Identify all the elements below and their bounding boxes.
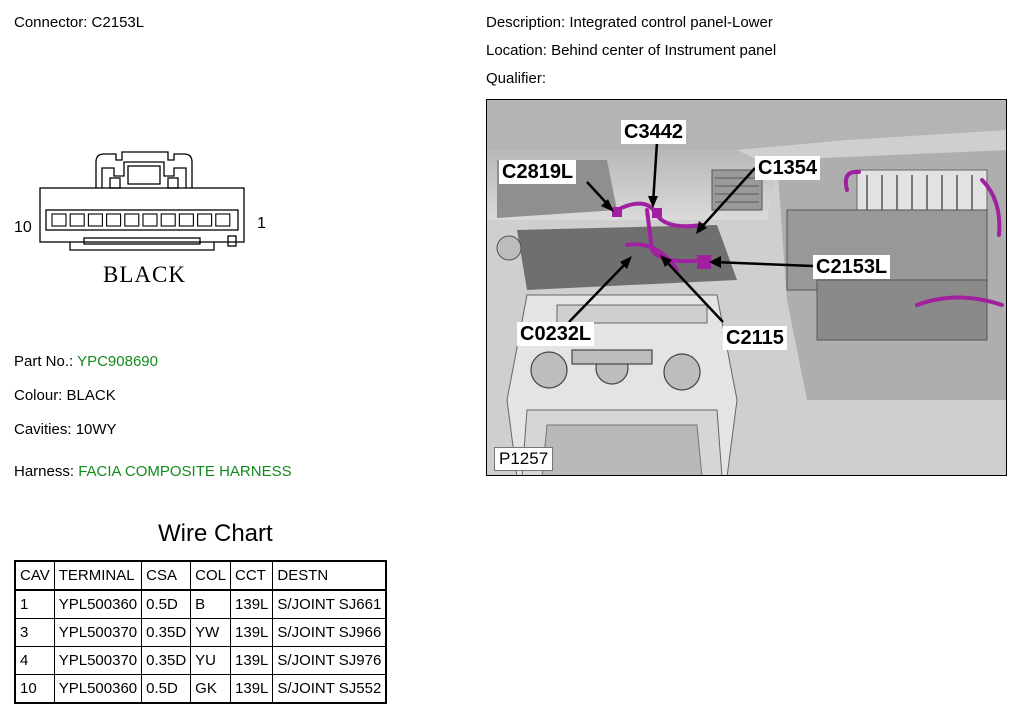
callout-c2153l: C2153L	[813, 255, 891, 279]
cavities-label: Cavities:	[14, 421, 72, 438]
location-line: Location: Behind center of Instrument pa…	[486, 42, 776, 59]
cell-csa: 0.35D	[141, 646, 192, 675]
table-row: 3 YPL500370 0.35D YW 139L S/JOINT SJ966	[14, 618, 387, 647]
cell-cav: 3	[14, 618, 55, 647]
connector-cavity	[87, 213, 103, 227]
drawing-color-label: BLACK	[103, 262, 186, 287]
cavities-value: 10WY	[75, 421, 117, 438]
header-cav: CAV	[14, 560, 55, 591]
header-cct: CCT	[230, 560, 274, 591]
cell-terminal: YPL500360	[53, 589, 143, 619]
table-row: 10 YPL500360 0.5D GK 139L S/JOINT SJ552	[14, 674, 387, 704]
connector-cavity	[215, 213, 231, 227]
connector-id: C2153L	[91, 14, 145, 31]
header-csa: CSA	[141, 560, 192, 591]
cell-destn: S/JOINT SJ552	[272, 674, 387, 704]
dashboard-illustration	[487, 100, 1006, 475]
connector-cavity	[160, 213, 176, 227]
cell-col: YW	[190, 618, 232, 647]
location-value: Behind center of Instrument panel	[551, 42, 777, 59]
colour-line: Colour: BLACK	[14, 387, 116, 404]
header-col: COL	[190, 560, 232, 591]
cell-terminal: YPL500360	[53, 674, 143, 704]
connector-cavity	[142, 213, 158, 227]
connector-cavity	[178, 213, 194, 227]
cell-terminal: YPL500370	[53, 646, 143, 675]
harness-link[interactable]: FACIA COMPOSITE HARNESS	[78, 463, 292, 480]
connector-cavity	[69, 213, 85, 227]
connector-cavity	[197, 213, 213, 227]
table-row: 4 YPL500370 0.35D YU 139L S/JOINT SJ976	[14, 646, 387, 675]
figure-id-label: P1257	[494, 447, 554, 471]
callout-c2819l: C2819L	[499, 160, 577, 184]
connector-outline: 10 1 BLACK	[14, 151, 266, 287]
cell-destn: S/JOINT SJ966	[272, 618, 387, 647]
cell-col: GK	[190, 674, 232, 704]
pin-right-number: 1	[257, 215, 266, 232]
cell-destn: S/JOINT SJ976	[272, 646, 387, 675]
connector-cavity	[106, 213, 122, 227]
harness-label: Harness:	[14, 463, 75, 480]
cell-col: B	[190, 589, 232, 619]
callout-c2115: C2115	[723, 326, 787, 350]
cell-cct: 139L	[230, 646, 274, 675]
callout-c1354: C1354	[755, 156, 820, 180]
connector-cavity	[51, 213, 67, 227]
callout-c0232l: C0232L	[517, 322, 595, 346]
description-value: Integrated control panel-Lower	[569, 14, 773, 31]
cell-terminal: YPL500370	[53, 618, 143, 647]
part-no-link[interactable]: YPC908690	[77, 353, 158, 370]
wire-chart-table: CAV TERMINAL CSA COL CCT DESTN 1 YPL5003…	[14, 560, 388, 704]
cell-csa: 0.35D	[141, 618, 192, 647]
description-label: Description:	[486, 14, 566, 31]
connector-location-image: C3442 C2819L C1354 C2153L C0232L C2115 P…	[486, 99, 1007, 476]
qualifier-label: Qualifier:	[486, 70, 547, 87]
pin-left-number: 10	[14, 219, 32, 236]
cell-cct: 139L	[230, 589, 274, 619]
colour-label: Colour:	[14, 387, 63, 404]
qualifier-line: Qualifier:	[486, 70, 546, 87]
wire-chart-title: Wire Chart	[158, 520, 273, 547]
connector-line: Connector: C2153L	[14, 14, 144, 31]
cell-cav: 1	[14, 589, 55, 619]
part-no-label: Part No.:	[14, 353, 74, 370]
description-line: Description: Integrated control panel-Lo…	[486, 14, 773, 31]
location-label: Location:	[486, 42, 547, 59]
cell-cct: 139L	[230, 618, 274, 647]
cell-csa: 0.5D	[141, 674, 192, 704]
part-no-line: Part No.: YPC908690	[14, 353, 158, 370]
cell-destn: S/JOINT SJ661	[272, 589, 387, 619]
cavities-line: Cavities: 10WY	[14, 421, 117, 438]
cell-cav: 4	[14, 646, 55, 675]
table-header-row: CAV TERMINAL CSA COL CCT DESTN	[14, 560, 387, 591]
colour-value: BLACK	[66, 387, 116, 404]
cell-cav: 10	[14, 674, 55, 704]
callout-c3442: C3442	[621, 120, 686, 144]
table-row: 1 YPL500360 0.5D B 139L S/JOINT SJ661	[14, 589, 387, 619]
header-terminal: TERMINAL	[53, 560, 143, 591]
cell-cct: 139L	[230, 674, 274, 704]
connector-label: Connector:	[14, 14, 88, 31]
connector-cavity	[124, 213, 140, 227]
cell-csa: 0.5D	[141, 589, 192, 619]
cell-col: YU	[190, 646, 232, 675]
harness-line: Harness: FACIA COMPOSITE HARNESS	[14, 463, 292, 480]
connector-face-drawing: 10 1 BLACK	[14, 148, 274, 298]
header-destn: DESTN	[272, 560, 387, 591]
